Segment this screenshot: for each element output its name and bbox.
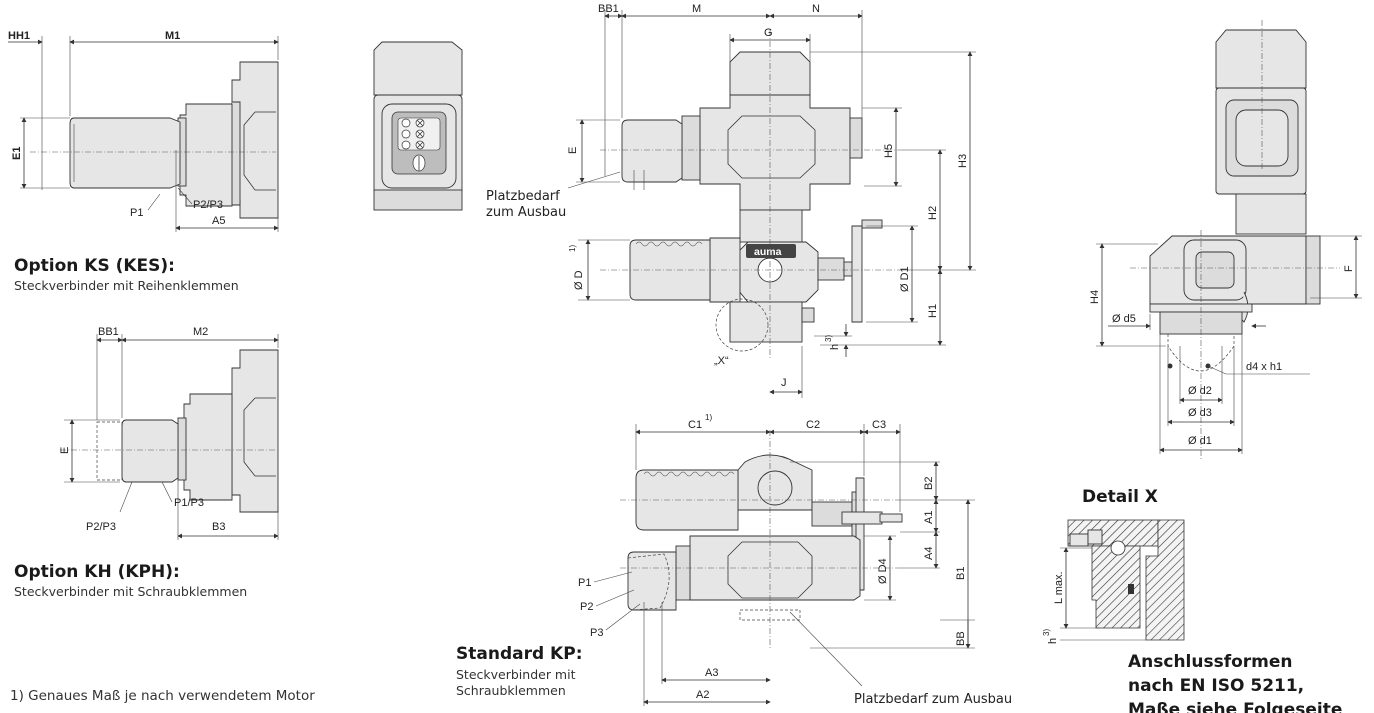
view-detail-x: L max. h 3)	[1042, 519, 1185, 644]
h4-label: H4	[1089, 290, 1101, 304]
view-control-panel	[373, 41, 463, 211]
flange-line3: Maße siehe Folgeseite	[1128, 700, 1343, 713]
c1-label: C1	[688, 419, 702, 431]
d4xh1-label: d4 x h1	[1246, 361, 1282, 373]
flange-line2: nach EN ISO 5211,	[1128, 676, 1305, 696]
d-outer-sup: 1)	[568, 245, 577, 252]
bb-label: BB	[955, 631, 967, 646]
f-label: F	[1343, 265, 1355, 272]
p1p3-label: P1/P3	[174, 497, 204, 509]
c3-label: C3	[872, 419, 886, 431]
d3-label: Ø d3	[1188, 407, 1212, 419]
b3-label: B3	[212, 521, 225, 533]
a2-label: A2	[696, 689, 709, 701]
p2p3-kh-label: P2/P3	[86, 521, 116, 533]
h5-label: H5	[883, 144, 895, 158]
h-detail-label: h	[1047, 638, 1059, 644]
d5-label: Ø d5	[1112, 313, 1136, 325]
flange-note: Anschlussformen nach EN ISO 5211, Maße s…	[1128, 652, 1374, 713]
b2-label: B2	[923, 477, 935, 490]
d4-label: Ø D4	[877, 558, 889, 584]
j-label: J	[781, 377, 787, 389]
option-ks-title: Option KS (KES):	[14, 256, 175, 276]
space-bottom-label: Platzbedarf zum Ausbau	[854, 692, 1012, 707]
h3-small-label: h	[829, 344, 841, 350]
auma-logo-text: auma	[754, 246, 782, 258]
g-label: G	[764, 27, 773, 39]
bb1-kh-label: BB1	[98, 326, 119, 338]
b1-label: B1	[955, 567, 967, 580]
d1-side-label: Ø d1	[1188, 435, 1212, 447]
standard-kp-caption-line1: Steckverbinder mit	[456, 667, 576, 682]
c1-sup: 1)	[705, 413, 712, 422]
option-ks-caption: Steckverbinder mit Reihenklemmen	[14, 278, 239, 293]
space-front-line2: zum Ausbau	[486, 205, 566, 220]
detail-x-title: Detail X	[1082, 487, 1158, 507]
hh1-label: HH1	[8, 30, 30, 42]
view-option-kh: BB1 M2 E B3 P2/P3 P1/P3	[59, 326, 279, 540]
a5-label: A5	[212, 215, 225, 227]
a1-label: A1	[923, 511, 935, 524]
standard-kp-caption-line2: Schraubklemmen	[456, 683, 566, 698]
standard-kp-title: Standard KP:	[456, 644, 583, 664]
p1-label: P1	[130, 207, 143, 219]
h3-label: H3	[957, 154, 969, 168]
view-option-ks: HH1 M1 E1 A5 P1 P2/P3	[8, 30, 279, 232]
p2-label: P2	[580, 601, 593, 613]
view-side: F H4 Ø d5 d4 x h1 Ø d2 Ø d3 Ø d1	[1089, 20, 1362, 460]
h3-small-sup: 3)	[824, 335, 833, 342]
p2p3-label: P2/P3	[193, 199, 223, 211]
bb1-label: BB1	[598, 3, 619, 15]
e-label: E	[567, 147, 579, 154]
h2-label: H2	[927, 206, 939, 220]
e-kh-label: E	[59, 447, 71, 454]
m-label: M	[692, 3, 701, 15]
space-front-line1: Platzbedarf	[486, 189, 560, 204]
view-standard-kp: C1 1) C2 C3 B2 A1 A4 B1 Ø D4 BB A3 A2 P1…	[578, 413, 975, 706]
m1-label: M1	[165, 30, 180, 42]
h1-label: H1	[927, 304, 939, 318]
d1-label: Ø D1	[899, 266, 911, 292]
d2-label: Ø d2	[1188, 385, 1212, 397]
option-kh-caption: Steckverbinder mit Schraubklemmen	[14, 584, 248, 599]
view-main-front: auma BB1 M N G E Ø D 1)	[567, 3, 976, 398]
c2-label: C2	[806, 419, 820, 431]
h-detail-sup: 3)	[1042, 629, 1051, 636]
flange-line1: Anschlussformen	[1128, 652, 1293, 672]
p1-kp-label: P1	[578, 577, 591, 589]
n-label: N	[812, 3, 820, 15]
option-kh-title: Option KH (KPH):	[14, 562, 180, 582]
a4-label: A4	[923, 547, 935, 560]
m2-label: M2	[193, 326, 208, 338]
p3-label: P3	[590, 627, 603, 639]
a3-label: A3	[705, 667, 718, 679]
e1-label: E1	[11, 147, 23, 160]
footnote: 1) Genaues Maß je nach verwendetem Motor	[10, 688, 315, 704]
x-label: „X“	[714, 355, 729, 367]
lmax-label: L max.	[1053, 571, 1065, 604]
d-outer-label: Ø D	[573, 270, 585, 290]
